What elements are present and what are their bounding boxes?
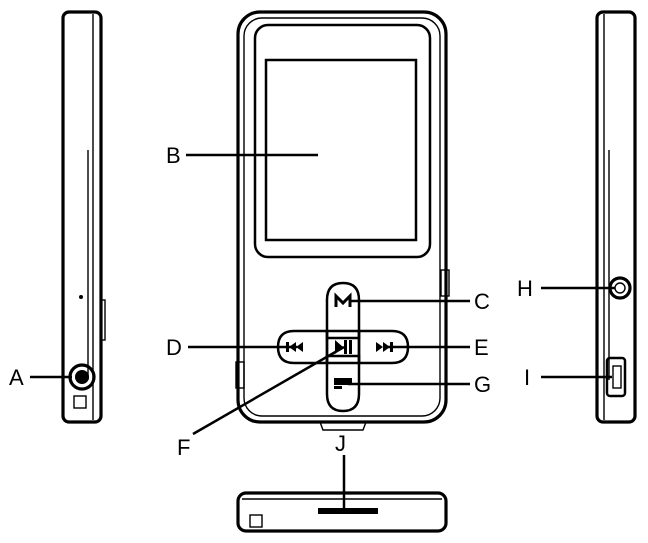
label-d: D — [166, 335, 182, 360]
label-h: H — [517, 276, 533, 301]
label-a: A — [9, 365, 24, 390]
right-side-view — [595, 10, 637, 424]
label-j: J — [335, 431, 346, 456]
vol-icon — [334, 378, 352, 389]
play-pause-button — [325, 329, 361, 365]
leader-lines — [30, 153, 615, 512]
callout-labels: A B C D E F G H I J — [9, 143, 533, 460]
label-e: E — [474, 335, 489, 360]
bottom-lanyard-hole — [249, 514, 263, 528]
screen — [264, 58, 418, 242]
leader-f — [192, 345, 345, 436]
m-icon — [334, 292, 352, 307]
bottom-slot — [318, 508, 378, 514]
left-side-view — [61, 10, 106, 424]
label-g: G — [474, 372, 491, 397]
label-b: B — [166, 143, 181, 168]
label-i: I — [524, 365, 530, 390]
lanyard-hole — [73, 395, 87, 409]
bottom-view — [236, 491, 448, 533]
earphone-jack — [68, 363, 96, 391]
label-f: F — [177, 435, 190, 460]
menu-button — [325, 281, 361, 340]
volume-button — [325, 354, 361, 413]
front-view — [235, 10, 450, 431]
label-c: C — [474, 289, 490, 314]
